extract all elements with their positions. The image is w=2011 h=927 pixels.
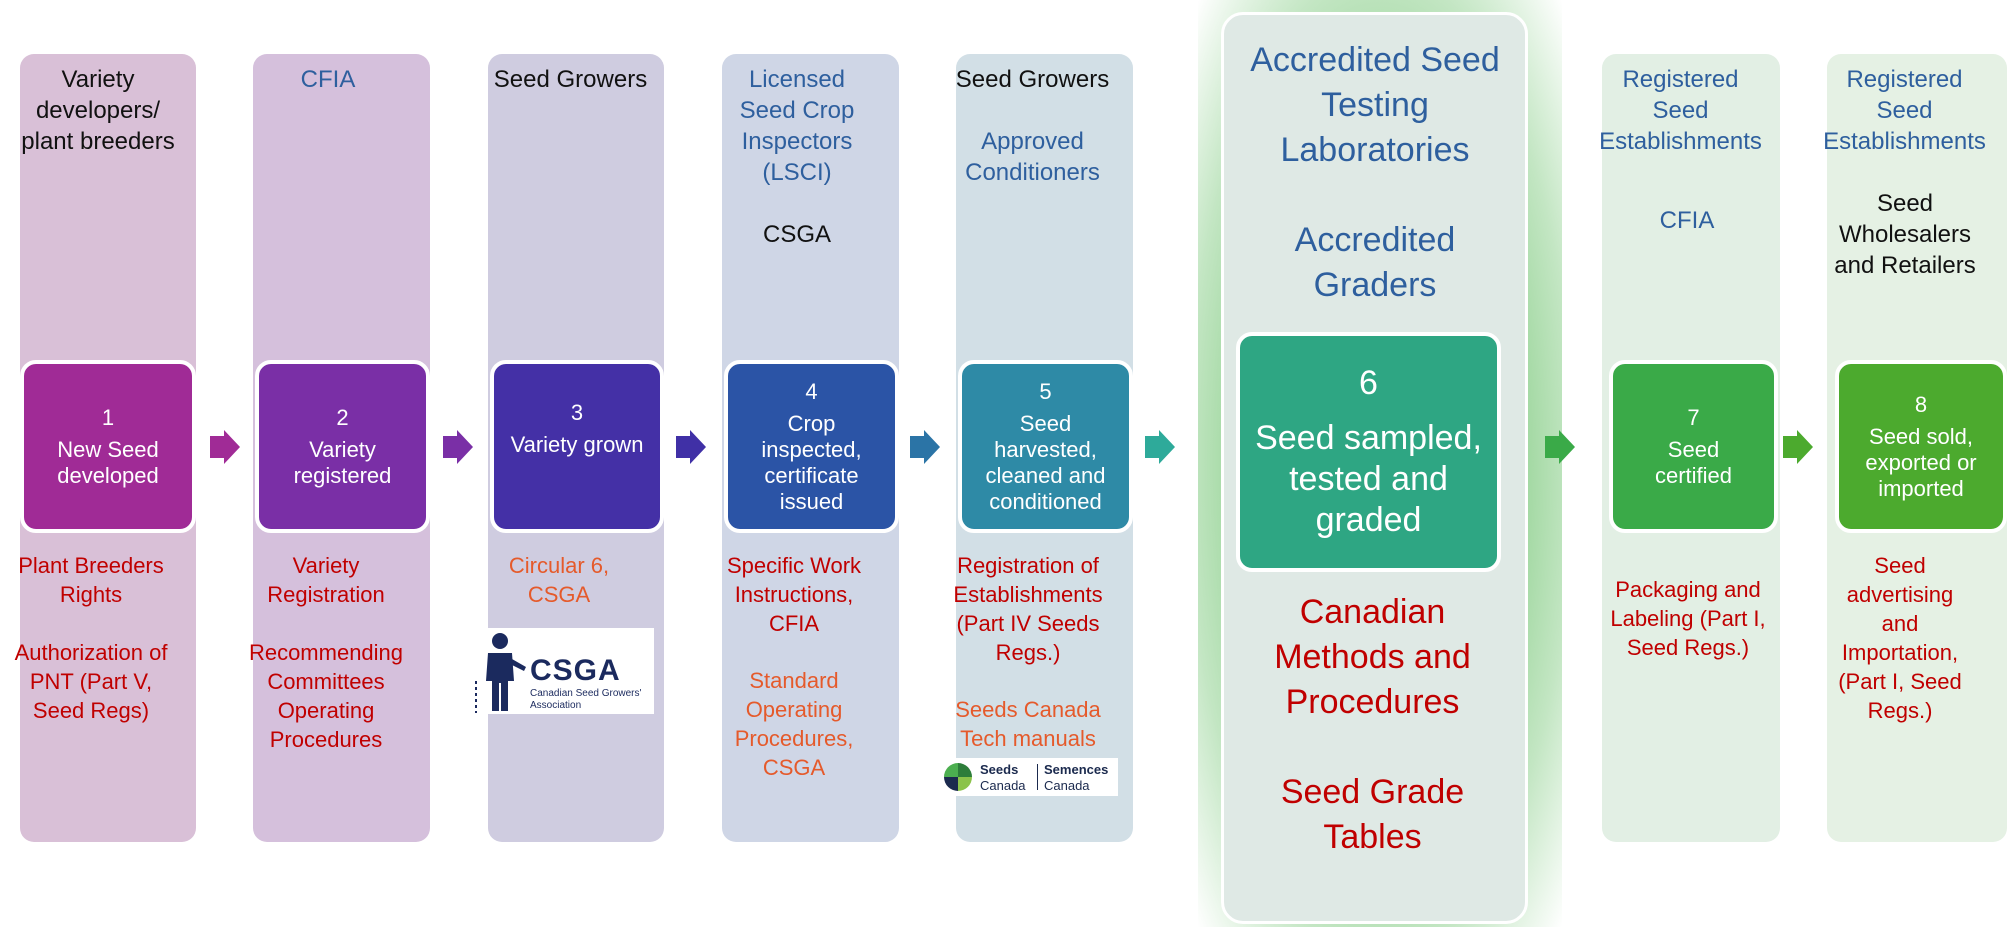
column-4-references-csga: Standard Operating Procedures, CSGA: [734, 668, 854, 780]
seeds-canada-emblem-icon: [944, 763, 972, 791]
step-7-box: 7 Seed certified: [1609, 360, 1778, 533]
arrow-7-icon: [1783, 430, 1813, 464]
column-5-references-seeds-canada: Seeds Canada Tech manuals: [955, 697, 1101, 751]
column-7-header-establishments: Registered Seed Establishments: [1599, 66, 1762, 155]
column-4-header-lsci: Licensed Seed Crop Inspectors (LSCI): [739, 66, 855, 186]
arrow-1-icon: [210, 430, 240, 464]
column-1-header: Variety developers/plant breeders: [21, 66, 175, 155]
arrow-4-icon: [910, 430, 940, 464]
step-7-number: 7: [1687, 404, 1700, 430]
column-7-header-cfia: CFIA: [1659, 207, 1715, 234]
column-6-references-grade-tables: Seed Grade Tables: [1280, 773, 1465, 856]
column-2-header: CFIA: [300, 66, 356, 93]
arrow-5-icon: [1145, 430, 1175, 464]
column-4-header-csga: CSGA: [762, 221, 831, 248]
column-8-header-establishments: Registered Seed Establishments: [1823, 66, 1986, 155]
arrow-2-icon: [443, 430, 473, 464]
step-8-box: 8 Seed sold, exported or imported: [1835, 360, 2007, 533]
seeds-canada-logo: Seeds Canada Semences Canada: [940, 758, 1118, 796]
column-5-references-registration: Registration of Establishments (Part IV …: [953, 553, 1103, 665]
csga-logo-text: CSGA: [530, 654, 621, 687]
column-8-references: Seed advertising and Importation, (Part …: [1838, 553, 1962, 723]
column-5-header-growers: Seed Growers: [955, 66, 1110, 93]
step-4-number: 4: [805, 378, 818, 404]
column-2-references: Variety Registration Recommending Commit…: [248, 553, 404, 752]
column-8-header-wholesalers: Seed Wholesalers and Retailers: [1834, 190, 1976, 279]
step-1-number: 1: [101, 404, 115, 430]
step-5-box: 5 Seed harvested, cleaned and conditione…: [958, 360, 1133, 533]
step-5-number: 5: [1039, 378, 1052, 404]
arrow-6-icon: [1545, 430, 1575, 464]
column-6-references-methods: Canadian Methods and Procedures: [1274, 593, 1471, 721]
person-icon: [475, 633, 526, 713]
column-6-header-laboratories: Accredited Seed Testing Laboratories: [1250, 41, 1500, 169]
step-4-box: 4 Crop inspected, certificate issued: [724, 360, 899, 533]
column-7-references: Packaging and Labeling (Part I, Seed Reg…: [1610, 577, 1766, 660]
column-3-header: Seed Growers: [493, 66, 648, 93]
column-5-header-conditioners: Approved Conditioners: [965, 128, 1100, 186]
step-2-box: 2 Variety registered: [255, 360, 430, 533]
step-3-box: 3 Variety grown: [490, 360, 664, 533]
column-3-references: Circular 6, CSGA: [508, 553, 610, 607]
csga-logo-subtitle: Canadian Seed Growers' Association: [530, 688, 642, 711]
arrow-3-icon: [676, 430, 706, 464]
column-6-header-graders: Accredited Graders: [1294, 221, 1456, 304]
column-1-references: Plant Breeders Rights Authorization of P…: [14, 553, 168, 723]
column-4-references-cfia: Specific Work Instructions, CFIA: [726, 553, 862, 636]
csga-logo: CSGA Canadian Seed Growers' Association: [470, 628, 654, 714]
step-1-box: 1 New Seed developed: [20, 360, 196, 533]
step-8-number: 8: [1914, 391, 1928, 417]
step-3-number: 3: [570, 400, 584, 425]
step-6-number: 6: [1359, 364, 1378, 402]
step-6-box: 6 Seed sampled, tested and graded: [1236, 332, 1501, 572]
step-2-number: 2: [336, 404, 349, 430]
